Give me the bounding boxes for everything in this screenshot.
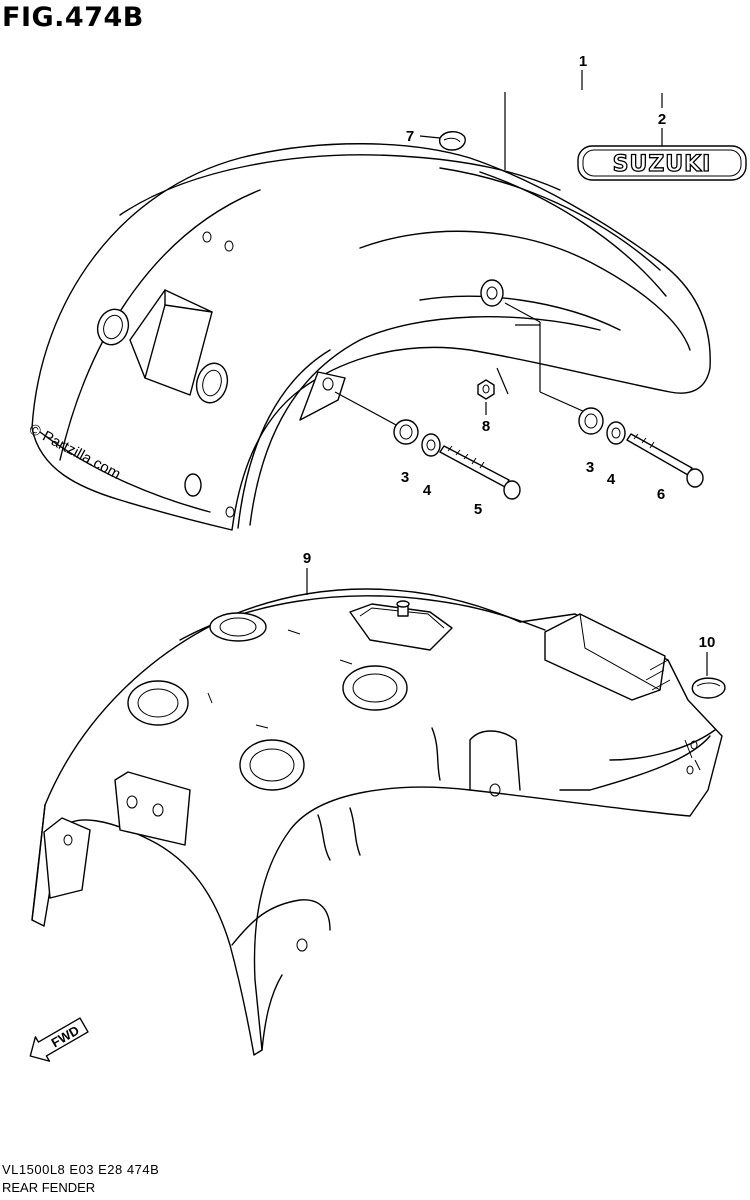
callout-4-right: 4 xyxy=(607,471,616,488)
grommet-part-3-right[interactable] xyxy=(578,407,604,435)
rear-fender-part-1[interactable] xyxy=(31,143,711,531)
callout-1: 1 xyxy=(579,53,587,70)
inner-fender-part-9[interactable] xyxy=(31,588,723,1056)
emblem-lettering: SUZUKI xyxy=(613,152,712,177)
callout-4-left: 4 xyxy=(423,482,432,499)
callout-9: 9 xyxy=(303,550,311,567)
callout-3-right: 3 xyxy=(586,459,594,476)
clip-nut-part-10[interactable] xyxy=(691,677,726,699)
bolt-part-6[interactable] xyxy=(626,433,704,488)
grommet-part-3-left[interactable] xyxy=(393,419,419,445)
bolt-part-5[interactable] xyxy=(439,445,521,500)
callout-8: 8 xyxy=(482,418,490,435)
callout-2: 2 xyxy=(658,111,666,128)
callout-10: 10 xyxy=(699,634,716,651)
model-code: VL1500L8 E03 E28 474B xyxy=(2,1162,160,1177)
forward-direction-arrow: FWD xyxy=(29,1017,89,1062)
clip-part-7[interactable] xyxy=(438,131,466,151)
section-name: REAR FENDER xyxy=(2,1180,96,1195)
figure-title: FIG.474B xyxy=(2,2,144,33)
callout-3-left: 3 xyxy=(401,469,409,486)
washer-part-4-right[interactable] xyxy=(606,421,626,445)
callout-labels: 1 2 7 8 3 4 5 3 4 6 9 10 xyxy=(303,53,716,651)
suzuki-emblem-part-2[interactable]: SUZUKI xyxy=(577,145,747,181)
callout-7: 7 xyxy=(406,128,414,145)
callout-6: 6 xyxy=(657,486,665,503)
washer-part-4-left[interactable] xyxy=(421,433,441,457)
callout-5: 5 xyxy=(474,501,482,518)
nut-part-8[interactable] xyxy=(477,379,495,400)
